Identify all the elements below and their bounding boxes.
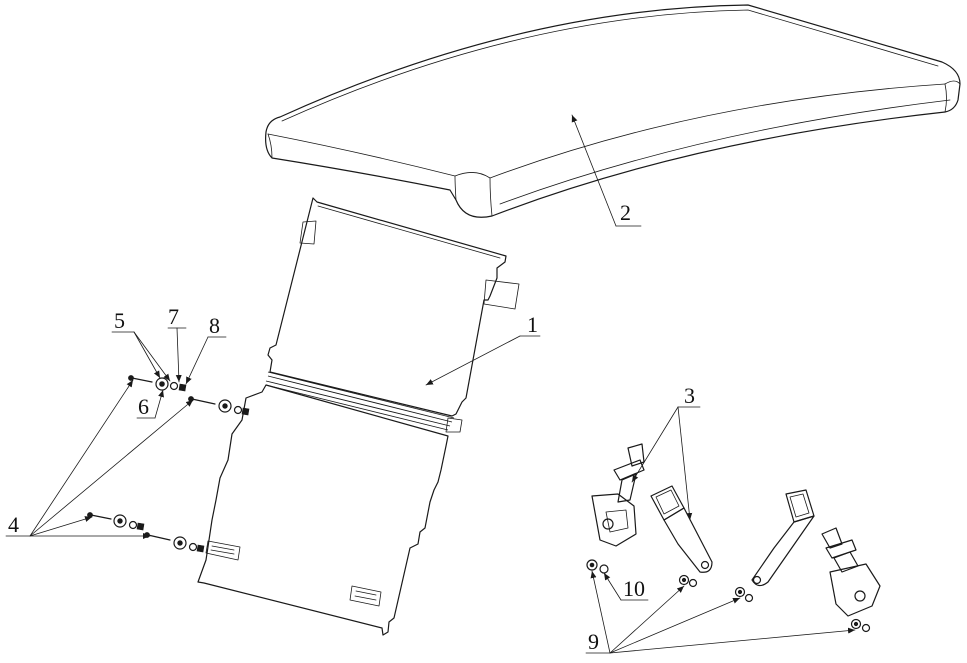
seat-belt-retractor-left — [591, 443, 645, 547]
seat-cushion — [265, 4, 961, 218]
callout-10: 10 — [623, 576, 645, 601]
callout-7: 7 — [168, 304, 179, 329]
callout-labels: 2 1 3 4 5 6 7 8 9 10 — [8, 200, 695, 654]
callout-1: 1 — [527, 312, 538, 337]
callout-5: 5 — [114, 308, 125, 333]
callout-3: 3 — [684, 383, 695, 408]
seat-belt-retractor-right — [821, 527, 881, 617]
seat-base-panel — [197, 197, 520, 636]
seat-belt-buckle-right — [751, 489, 815, 587]
callout-2: 2 — [620, 200, 631, 225]
bolt-stack-lower-mid — [144, 532, 205, 553]
callout-9: 9 — [588, 629, 599, 654]
bolt-stack-upper-left — [128, 375, 187, 392]
callout-6: 6 — [138, 394, 149, 419]
nut-group-9 — [678, 574, 871, 633]
nut-part-10 — [586, 559, 609, 574]
bolt-stack-upper-mid — [188, 396, 250, 416]
seat-belt-buckle-left — [650, 485, 713, 573]
bolt-stack-lower-left — [87, 512, 145, 531]
callout-8: 8 — [209, 313, 220, 338]
callout-4: 4 — [8, 512, 19, 537]
leader-lines — [5, 114, 856, 654]
